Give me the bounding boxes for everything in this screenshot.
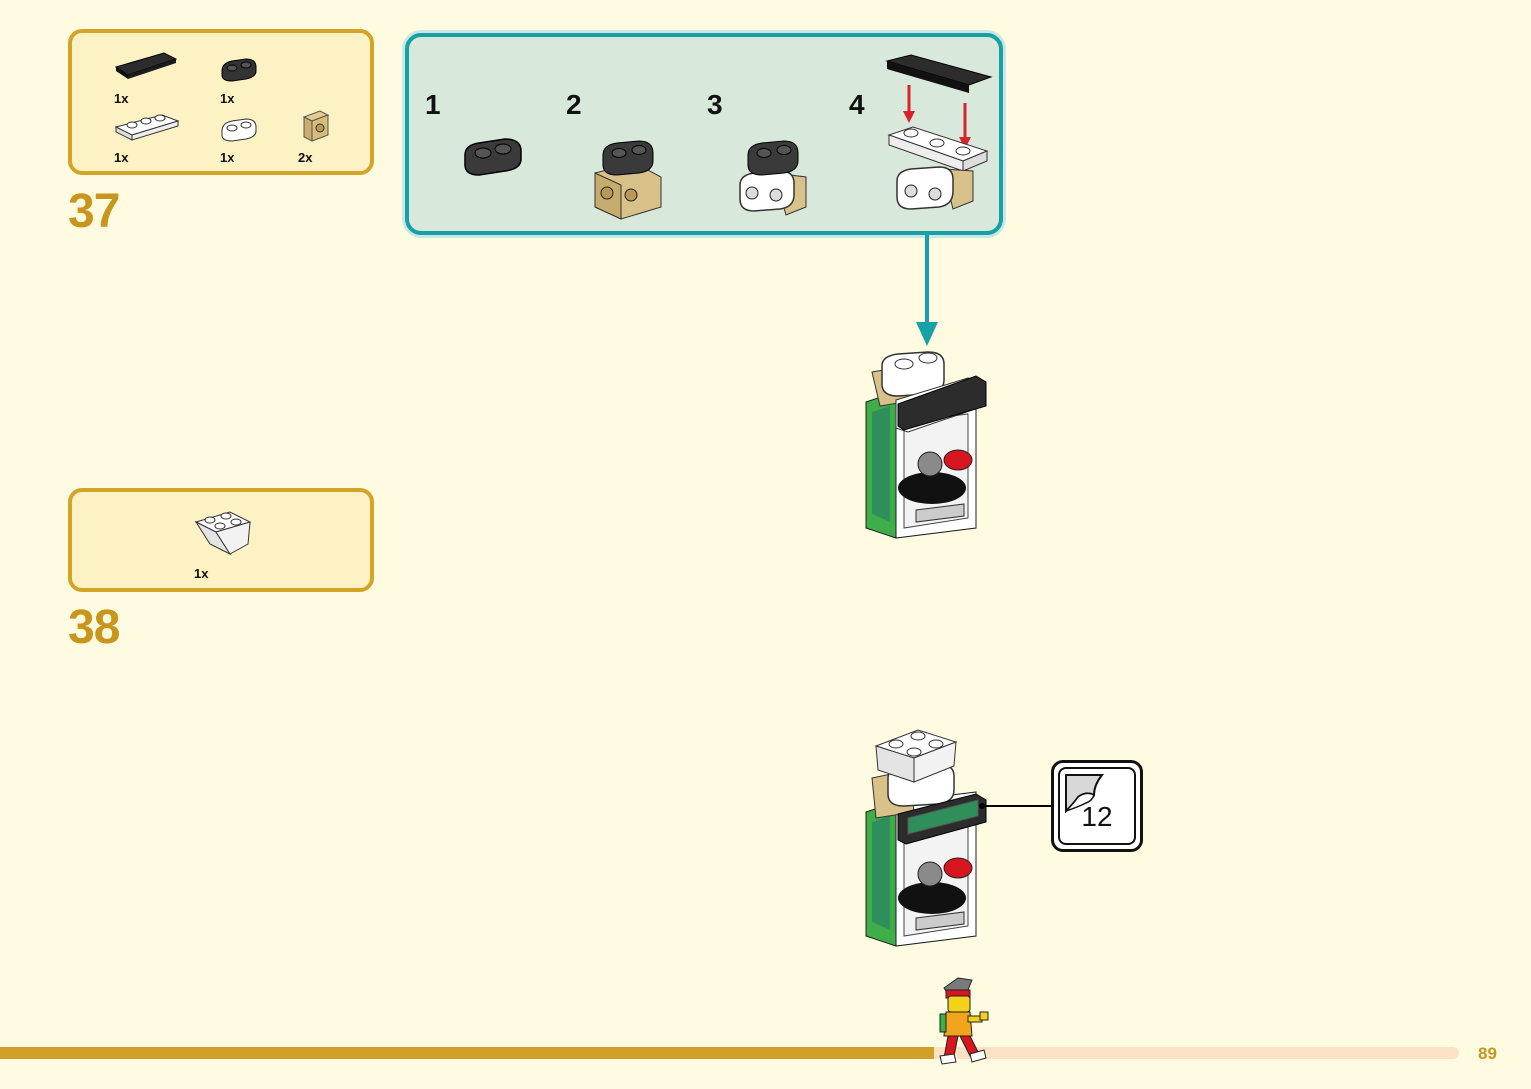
sub-assembly-box: 1 2 3 4 xyxy=(405,33,1003,235)
sticker-callout: 12 xyxy=(1051,760,1143,852)
progress-fill xyxy=(0,1047,934,1059)
black-plate-1x2-rounded-icon xyxy=(221,58,257,82)
part-qty: 1x xyxy=(220,91,235,106)
black-tile-1x4-icon xyxy=(114,52,178,79)
white-plate-1x3-icon xyxy=(114,114,180,141)
sticker-callout-inner: 12 xyxy=(1058,767,1136,845)
part-qty: 1x xyxy=(220,150,235,165)
substep-3-model xyxy=(739,140,807,216)
sub-assembly-arrow xyxy=(916,234,938,346)
step-37-model xyxy=(865,351,987,539)
part-qty: 1x xyxy=(114,150,129,165)
parts-list-step-37: 1x 1x 1x 1x 2x xyxy=(68,29,374,175)
step-number-38: 38 xyxy=(68,601,120,654)
white-inverted-slope-2x2-icon xyxy=(194,511,252,556)
page-number: 89 xyxy=(1478,1044,1497,1063)
sticker-leader-line xyxy=(992,805,1052,807)
tan-bracket-brick-icon xyxy=(302,110,330,142)
sticker-peel-icon xyxy=(1065,774,1104,813)
substep-1-model xyxy=(464,138,522,176)
substep-4-model xyxy=(885,54,993,210)
substep-2-model xyxy=(594,140,662,220)
minifigure-icon xyxy=(939,977,989,1065)
substep-number: 3 xyxy=(707,89,723,120)
step-number-37: 37 xyxy=(68,185,120,238)
part-qty: 1x xyxy=(114,91,129,106)
part-qty: 1x xyxy=(194,566,209,581)
sticker-number: 12 xyxy=(1081,801,1113,832)
white-plate-1x2-rounded-icon xyxy=(221,118,257,142)
substep-number: 4 xyxy=(849,89,865,120)
substep-number: 2 xyxy=(566,89,582,120)
parts-list-step-38: 1x xyxy=(68,488,374,592)
step-38-model xyxy=(865,729,994,947)
part-qty: 2x xyxy=(298,150,313,165)
substep-number: 1 xyxy=(425,89,441,120)
